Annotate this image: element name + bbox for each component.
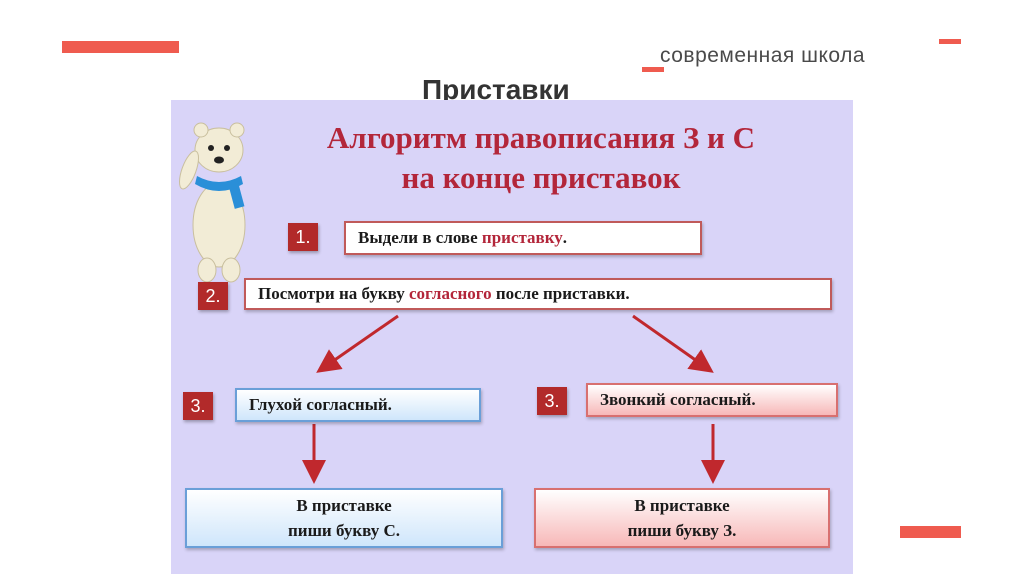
voiced-box: Звонкий согласный.	[586, 383, 838, 417]
result-right-line-1: В приставке	[634, 496, 730, 515]
heading-line-2: на конце приставок	[401, 160, 681, 195]
brand-text: современная школа	[660, 44, 866, 67]
slide-image: Алгоритм правописания З и С на конце при…	[171, 100, 853, 574]
step-1-text-end: .	[562, 228, 568, 247]
flow-arrows	[302, 314, 725, 484]
step-2-text: Посмотри на букву	[258, 284, 409, 303]
decor-bar-top-left	[62, 41, 179, 53]
voiceless-text: Глухой согласный.	[249, 395, 392, 414]
result-left-box: В приставке пиши букву С.	[185, 488, 503, 548]
result-left-line-1: В приставке	[296, 496, 392, 515]
result-right-box: В приставке пиши букву З.	[534, 488, 830, 548]
step-1-number: 1.	[288, 223, 318, 251]
step-1-box: Выдели в слове приставку.	[344, 221, 702, 255]
arrow-to-voiceless	[316, 314, 399, 373]
page-title: Приставки	[422, 74, 570, 105]
voiceless-box: Глухой согласный.	[235, 388, 481, 422]
step-3-left-number: 3.	[183, 392, 213, 420]
result-right-line-2: пиши букву З.	[627, 521, 737, 540]
result-left-line-2: пиши букву С.	[287, 521, 400, 540]
step-3-right-number: 3.	[537, 387, 567, 415]
decor-bar-brand-left	[642, 67, 664, 72]
step-1-highlight: приставку	[481, 228, 563, 247]
heading-line-1: Алгоритм правописания З и С	[326, 120, 756, 155]
polar-bear-icon	[179, 122, 246, 283]
step-2-box: Посмотри на букву согласного после прист…	[244, 278, 832, 310]
decor-bar-brand-right	[939, 39, 961, 44]
step-2-highlight: согласного	[409, 284, 492, 303]
step-2-text-end: после приставки.	[491, 284, 630, 303]
step-1-text: Выдели в слове	[358, 228, 482, 247]
slide-heading: Алгоритм правописания З и С на конце при…	[241, 118, 841, 198]
arrow-to-voiced	[632, 314, 714, 373]
decor-bar-bottom-right	[900, 526, 961, 538]
step-2-number: 2.	[198, 282, 228, 310]
voiced-text: Звонкий согласный.	[600, 390, 756, 409]
